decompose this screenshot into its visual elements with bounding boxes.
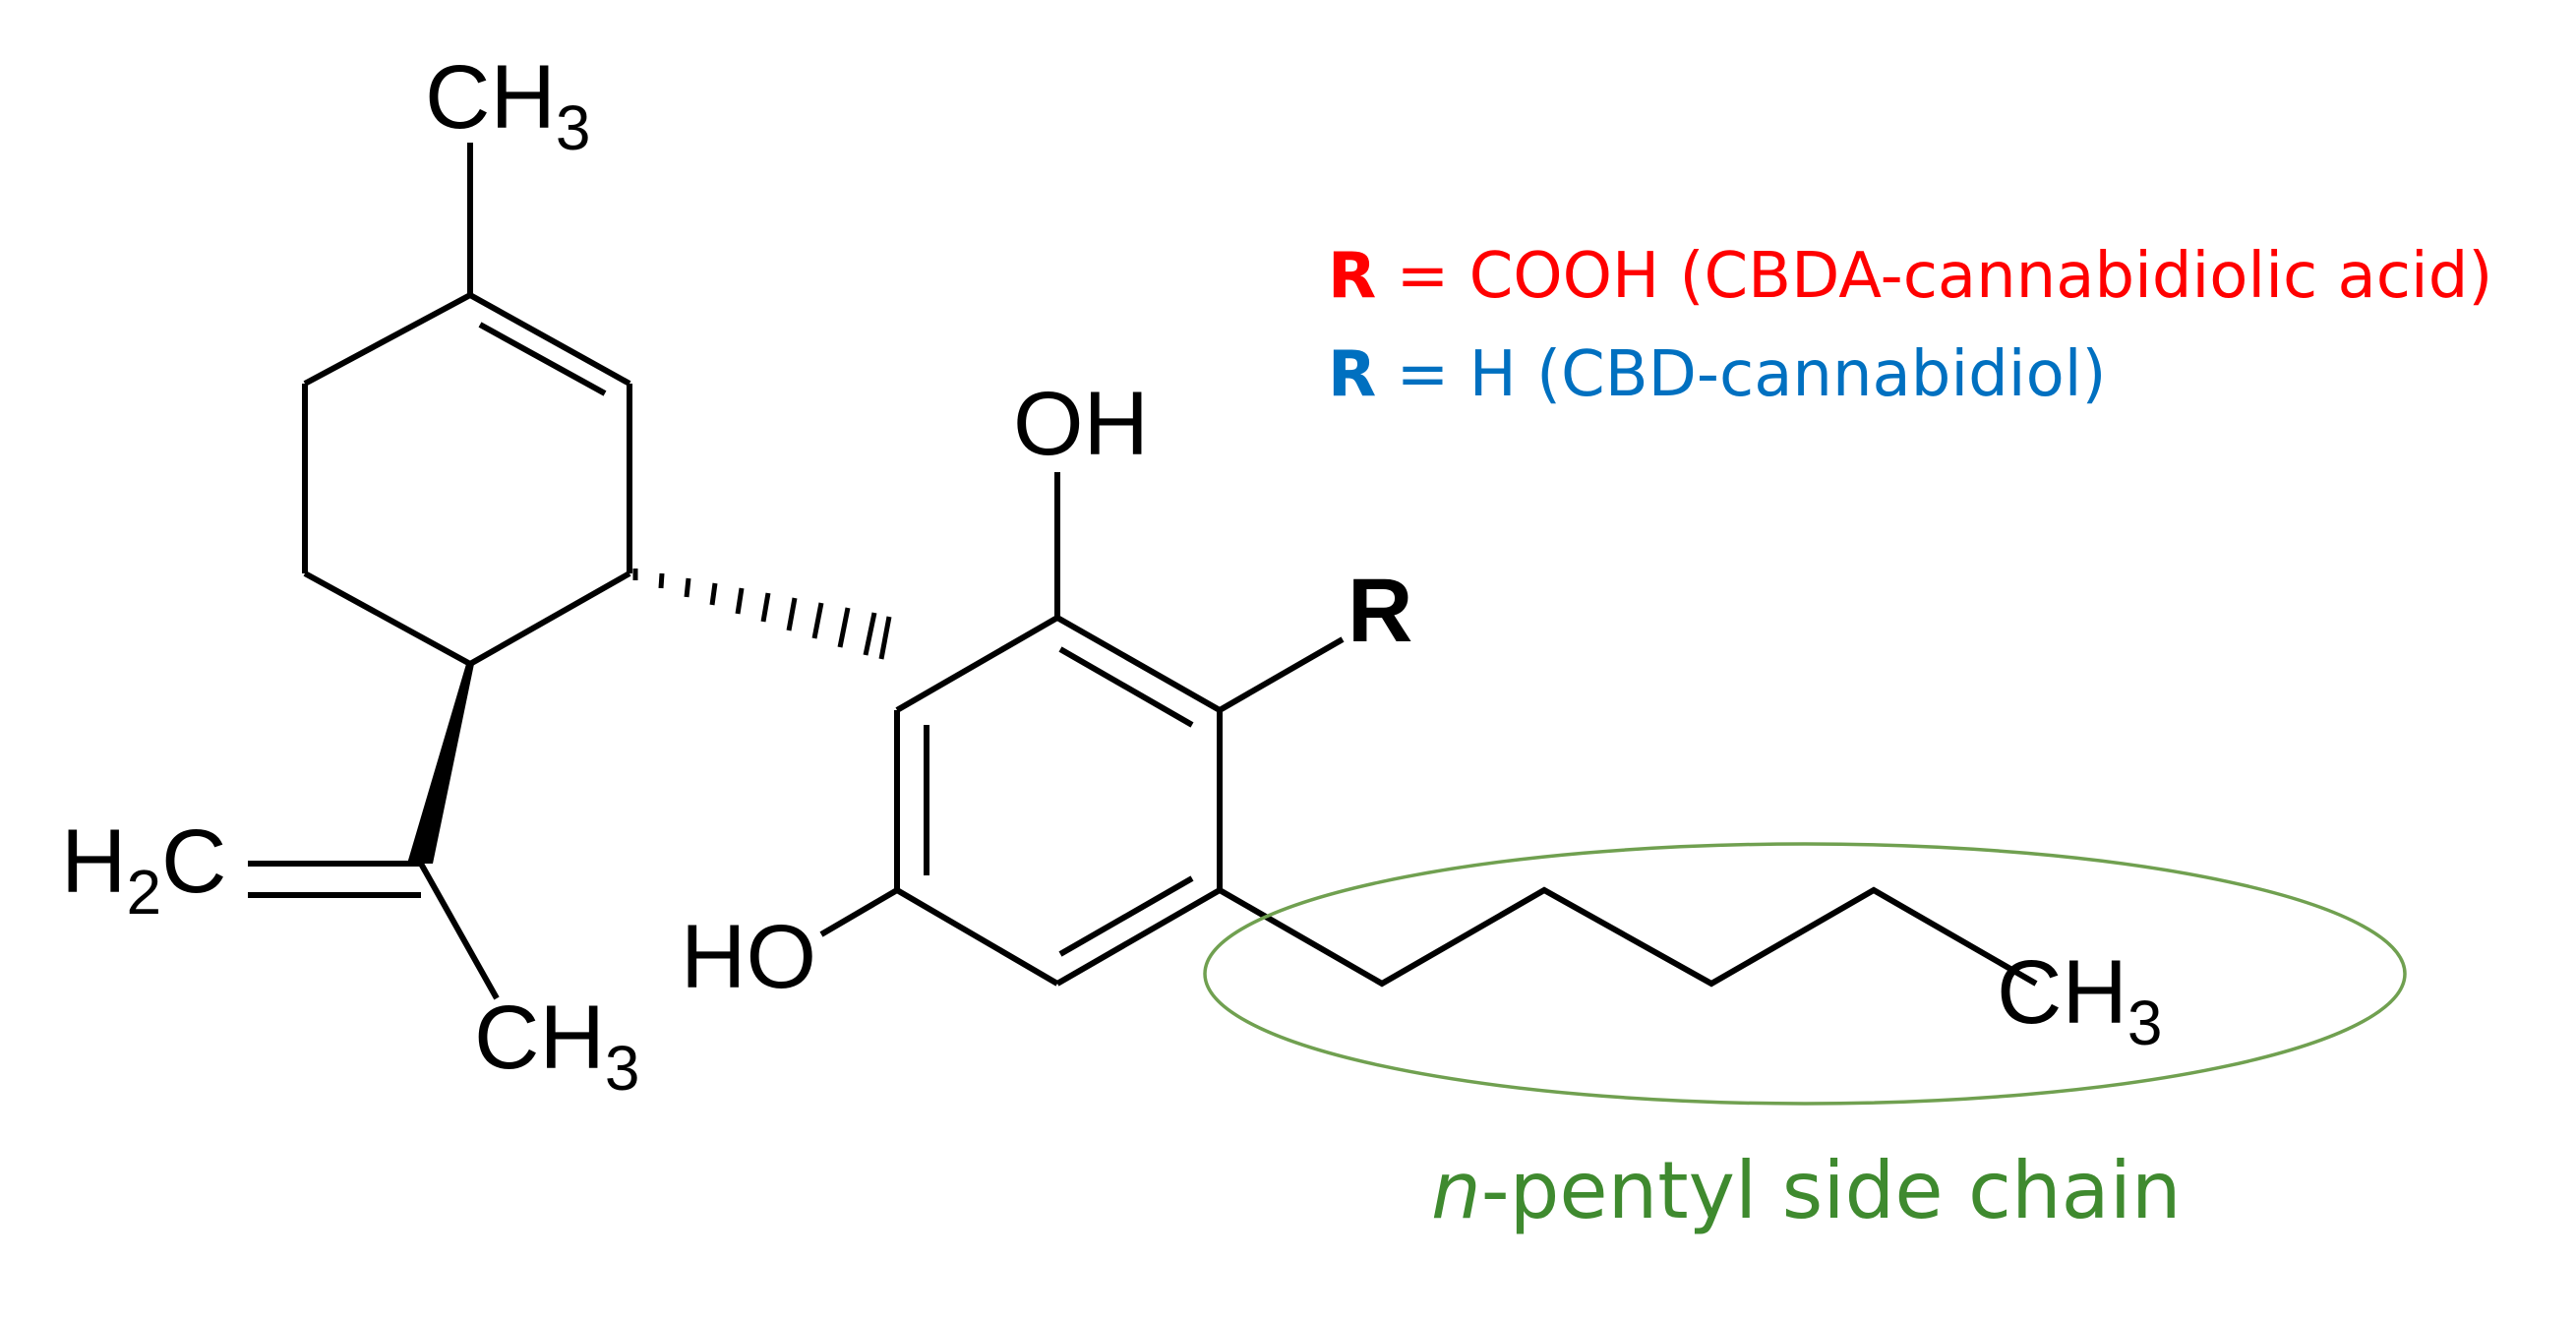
bond-oh-bottom [819,887,899,937]
bond-ring-c3-c4 [468,570,631,667]
atom-label-methyl-isopropenyl: CH3 [474,988,639,1104]
bond-ar-c4-c5 [1055,887,1222,987]
atom-label-oh-bottom: HO [681,907,816,1007]
hashed-wedge-bond [632,569,892,660]
bond-ar-c1-c2 [895,615,1059,713]
bond-r-group [1218,636,1345,713]
solid-wedge-bond [407,664,474,864]
legend-line-cbd: R = H (CBD-cannabidiol) [1328,338,2106,411]
bond-ring-c1-c2 [468,292,631,387]
bond-ar-c4-c5-double [1058,875,1194,957]
side-chain-highlight-ellipse [1203,842,2407,1106]
atom-label-methyl-top: CH3 [425,47,590,163]
isopropenyl-group [248,861,500,1000]
atom-label-methylene: H2C [61,811,227,928]
side-chain-label: n-pentyl side chain [1431,1145,2182,1236]
pentyl-chain [1218,886,2038,988]
bond-ar-c2-c3-double [1058,646,1194,728]
bond-isopropenyl-methyl [418,862,500,1000]
legend-line-cbda: R = COOH (CBDA-cannabidiolic acid) [1328,240,2492,313]
bond-ring-c1-c2-double [478,322,607,396]
atom-label-methyl-terminal: CH3 [1997,942,2162,1058]
bond-ar-c2-c3 [1055,615,1222,713]
bond-ar-c5-c6 [895,887,1059,987]
bond-ring-c6-c1 [303,292,472,387]
atom-label-r-group: R [1348,561,1412,661]
cyclohexene-ring [302,143,632,667]
atom-label-oh-top: OH [1013,374,1149,474]
aromatic-ring [894,615,1223,987]
bond-ring-c4-c5 [303,570,472,667]
